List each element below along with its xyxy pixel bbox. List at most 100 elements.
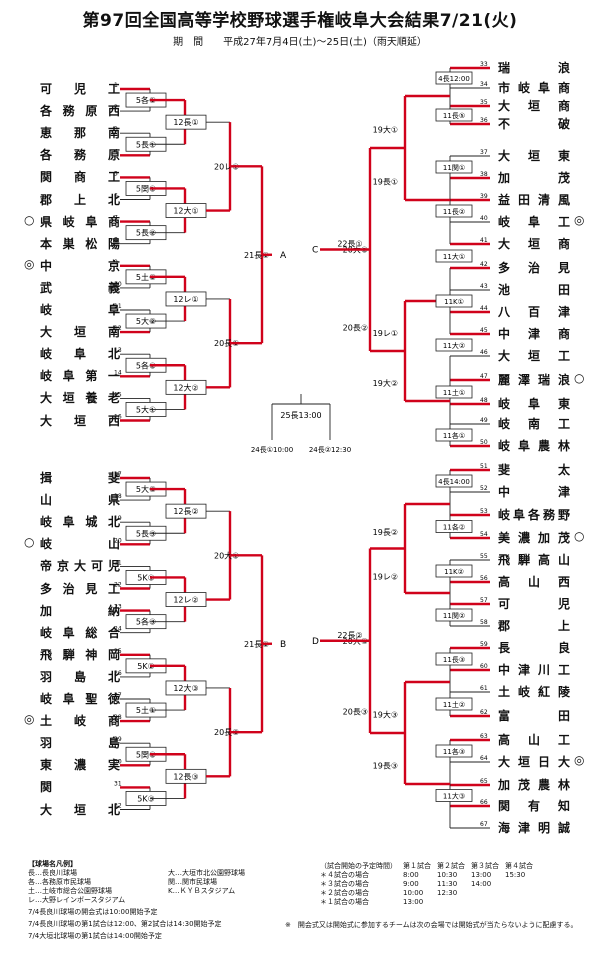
team-right: 麗澤瑞浪	[498, 373, 570, 387]
bracket-letter: C	[312, 246, 318, 256]
team-left: 帝京大可児	[40, 559, 120, 574]
match-label: 11大①	[443, 252, 465, 261]
seed-number: 44	[480, 305, 488, 312]
schedule-cell	[471, 889, 505, 898]
schedule-header: 第３試合	[471, 862, 499, 870]
match-label-box	[435, 204, 473, 218]
match-label: 22長②	[337, 631, 362, 640]
team-left: 東 濃 実	[40, 758, 120, 773]
team-right: 岐阜農林	[498, 439, 570, 453]
seed-number: 21	[114, 559, 122, 566]
seed-number: 26	[114, 670, 122, 677]
team-right: 大 垣 商	[498, 99, 570, 113]
match-label: 12レ②	[173, 596, 198, 605]
schedule-cell: ＊４試合の場合	[320, 871, 369, 879]
match-label: 11関②	[443, 612, 465, 620]
schedule-header: 第１試合	[403, 862, 431, 870]
note-line: 7/4長良川球場の開会式は10:00開始予定	[28, 908, 158, 916]
seed-number: 61	[480, 685, 488, 692]
match-label-box	[435, 71, 473, 85]
team-right: 中 津	[498, 485, 570, 499]
team-left: 岐阜第一	[40, 369, 120, 384]
team-right: 飛騨高山	[498, 553, 570, 567]
match-label-box	[435, 608, 473, 622]
seed-number: 34	[480, 81, 488, 88]
seed-number: 18	[114, 493, 122, 500]
seed-number: 9	[114, 259, 118, 266]
match-label: 5各③	[136, 617, 156, 627]
seed-number: 2	[114, 104, 118, 111]
venue-legend: 【球場名凡例】 長…長良川球場 各…各務原市民球場 土…土岐市総合公園野球場 レ…	[28, 860, 245, 905]
match-label: 19レ①	[373, 329, 398, 338]
match-label: 11各①	[443, 431, 465, 440]
team-right: 美濃加茂	[498, 531, 570, 545]
match-label: 11長③	[443, 656, 465, 664]
match-label: 5土①	[136, 705, 156, 715]
seed-number: 11	[114, 303, 122, 310]
team-left: 土 岐 商	[40, 714, 120, 729]
seed-number: 47	[480, 373, 488, 380]
seed-number: 39	[480, 193, 488, 200]
seed-number: 41	[480, 237, 488, 244]
match-label-box	[435, 744, 473, 758]
team-left: 関	[40, 780, 53, 795]
match-label-box	[435, 249, 473, 263]
seed-number: 32	[114, 803, 122, 810]
team-left: 武 義	[40, 280, 120, 295]
legend-item: 各…各務原市民球場	[28, 878, 91, 886]
match-label: 5K③	[137, 794, 155, 803]
team-left: 郡 上 北	[40, 192, 120, 207]
match-label-box	[435, 428, 473, 442]
team-right: 富 田	[498, 709, 570, 723]
seed-mark: ○	[574, 371, 585, 385]
seed-number: 40	[480, 215, 488, 222]
seed-number: 65	[480, 778, 488, 785]
seed-number: 58	[480, 619, 488, 626]
seed-number: 6	[114, 193, 118, 200]
match-label: 19大③	[373, 710, 398, 720]
schedule-cell	[505, 889, 539, 898]
seed-number: 7	[114, 215, 118, 222]
match-label: 5K②	[137, 662, 155, 671]
legend-header: 【球場名凡例】	[28, 860, 77, 868]
bracket-letter: A	[280, 251, 287, 261]
match-label: 20長②	[343, 324, 368, 333]
team-left: 岐 阜	[40, 303, 120, 317]
seed-number: 25	[114, 648, 122, 655]
seed-number: 48	[480, 397, 488, 404]
period-line: 期 間 平成27年7月4日(土)～25日(土)（雨天順延）	[173, 37, 427, 48]
match-label: 19大②	[373, 378, 398, 388]
match-label: 20レ①	[214, 162, 239, 171]
schedule-cell	[505, 898, 539, 907]
seed-number: 4	[114, 148, 118, 155]
schedule-cell: 11:30	[437, 880, 458, 888]
page-title: 第97回全国高等学校野球選手権岐阜大会結果7/21(火)	[82, 11, 518, 31]
schedule-cell: ＊３試合の場合	[320, 880, 369, 888]
schedule-header: （試合開始の予定時間）	[320, 862, 397, 870]
schedule-header: 第４試合	[505, 862, 533, 870]
team-left: 大垣養老	[40, 391, 120, 406]
seed-number: 66	[480, 799, 488, 806]
seed-number: 37	[480, 149, 488, 156]
team-right: 岐 阜 東	[498, 397, 570, 411]
team-left: 県岐阜商	[40, 214, 120, 229]
team-left: 岐 阜 北	[40, 347, 120, 362]
team-left: 恵 那 南	[40, 126, 120, 141]
match-label: 12レ①	[173, 295, 198, 304]
match-label: 12長③	[173, 772, 198, 781]
team-right: 多 治 見	[498, 261, 570, 275]
team-right: 加茂農林	[498, 778, 570, 792]
seed-number: 8	[114, 237, 118, 244]
seed-number: 5	[114, 170, 118, 177]
seed-number: 45	[480, 327, 488, 334]
match-label-box	[435, 520, 473, 533]
seed-number: 52	[480, 485, 488, 492]
seed-number: 51	[480, 463, 488, 470]
team-left: 大 垣 北	[40, 802, 120, 817]
seed-number: 67	[480, 821, 488, 828]
match-label: 11長⑤	[443, 112, 465, 120]
seed-mark: ◎	[574, 213, 585, 227]
match-label: 12長②	[173, 507, 198, 516]
seed-number: 15	[114, 391, 122, 398]
team-left: 各 務 原	[40, 148, 120, 163]
